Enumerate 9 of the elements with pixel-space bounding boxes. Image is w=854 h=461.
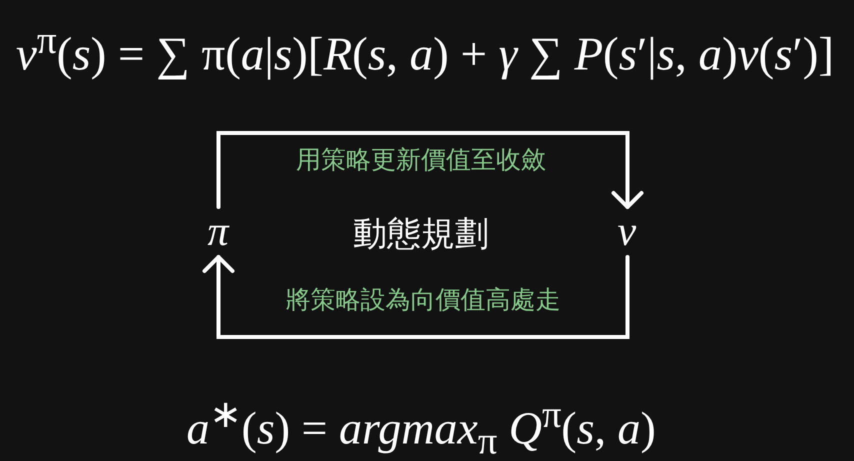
edge-label: 用策略更新價值至收斂	[296, 145, 546, 175]
formula: v$^{π}$(s) = ∑ π(a|s)[R(s, a) + γ ∑ P(s′|s, a)v(s′)]	[16, 18, 834, 82]
formula: a$^{∗}$(s) = argmax$_{π}$ Q$^{π}$(s, a)	[186, 392, 656, 461]
math-symbol: π	[208, 210, 229, 254]
arrow	[216, 131, 644, 209]
math-symbol: v	[618, 210, 636, 254]
edge-label: 將策略設為向價值高處走	[286, 285, 560, 315]
arrow	[202, 255, 630, 339]
center-title: 動態規劃	[353, 214, 489, 254]
